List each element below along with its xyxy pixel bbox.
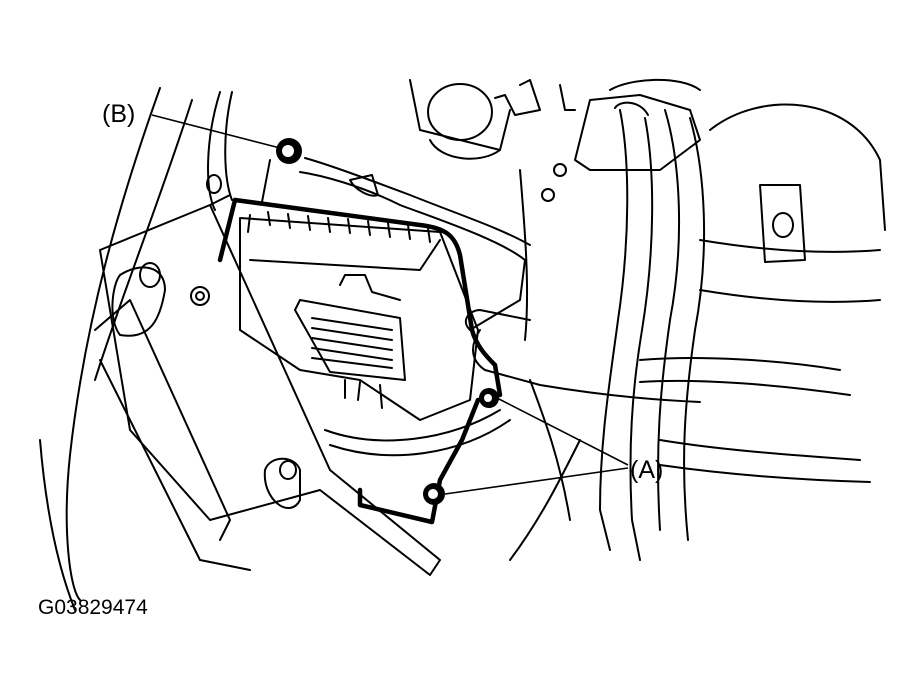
reservoir-area (409, 78, 701, 202)
callout-b: (B) (102, 100, 135, 128)
support-bracket (94, 194, 441, 576)
module-outline-bold (217, 197, 503, 525)
leader-lines (151, 114, 629, 495)
left-fender-panel (39, 87, 233, 611)
figure-code: G03829474 (38, 596, 148, 619)
hoses (299, 101, 871, 561)
bolt-a-lower (423, 483, 445, 505)
right-engine-area (509, 103, 886, 561)
control-module-housing (239, 211, 511, 457)
bolt-b (261, 138, 302, 203)
callout-a: (A) (630, 456, 663, 484)
bolt-a-upper (479, 388, 499, 408)
